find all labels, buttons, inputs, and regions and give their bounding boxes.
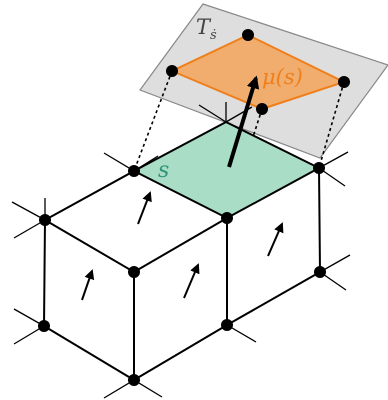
projection-line-right	[318, 81, 345, 169]
plane-label-subscript: ṡ	[210, 28, 217, 43]
node-front	[221, 212, 233, 224]
node-bottom	[128, 374, 140, 386]
nodes	[38, 29, 350, 386]
projection-line-front	[226, 108, 263, 219]
node-middle	[128, 266, 140, 278]
mu-label: μ(s)	[262, 65, 303, 89]
node-bottom-left	[38, 320, 50, 332]
node-plane-right	[338, 76, 350, 88]
face-arrow-4	[267, 222, 284, 257]
face-arrow-1	[137, 191, 152, 225]
face-arrow-2	[81, 269, 95, 301]
projection-lines	[133, 70, 345, 219]
cube-edges	[43, 167, 321, 381]
node-plane-front	[256, 103, 268, 115]
plane-label: Tṡ	[196, 15, 217, 43]
square-label: s	[158, 158, 169, 183]
node-right	[313, 162, 325, 174]
mu-arrow	[227, 75, 260, 168]
node-bottom-right	[221, 319, 233, 331]
node-left	[39, 214, 51, 226]
node-top-left	[128, 165, 140, 177]
face-arrow-3	[183, 263, 200, 299]
node-plane-left	[166, 65, 178, 77]
node-plane-top	[242, 29, 254, 41]
plane-label-main: T	[196, 15, 212, 39]
face-arrows	[81, 191, 284, 301]
node-right-bottom	[314, 266, 326, 278]
